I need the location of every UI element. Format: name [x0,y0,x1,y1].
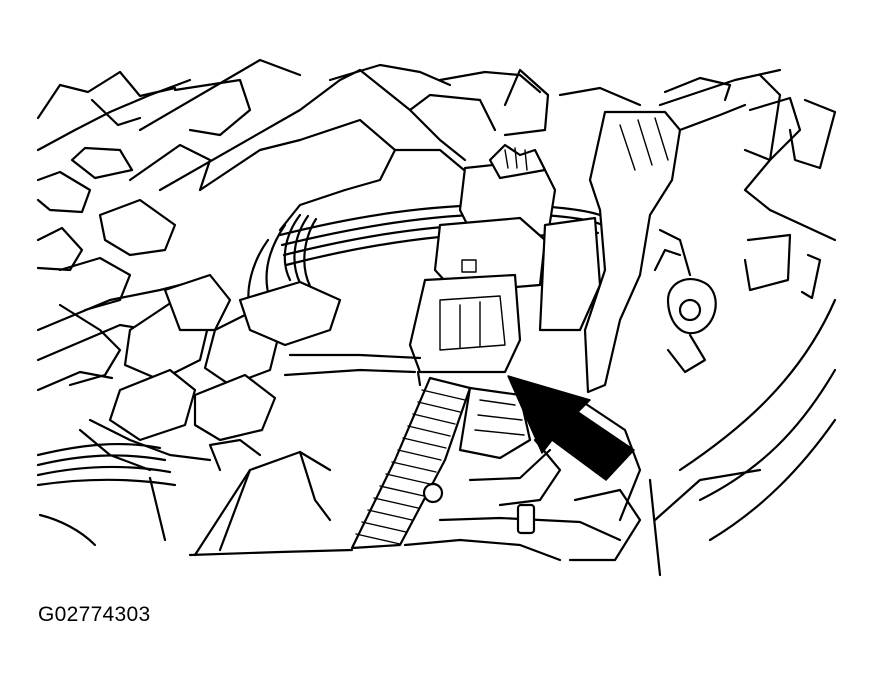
left-connectors [36,273,342,542]
upper-right-structure [653,68,837,542]
right-bracket [583,110,717,394]
main-connector [408,143,602,374]
corrugated-loom [350,376,532,550]
left-structure [36,58,362,392]
lower-structure [38,353,662,577]
arrow-icon [507,375,635,481]
figure-id-label: G02774303 [38,603,151,626]
upper-bracket [278,63,642,232]
